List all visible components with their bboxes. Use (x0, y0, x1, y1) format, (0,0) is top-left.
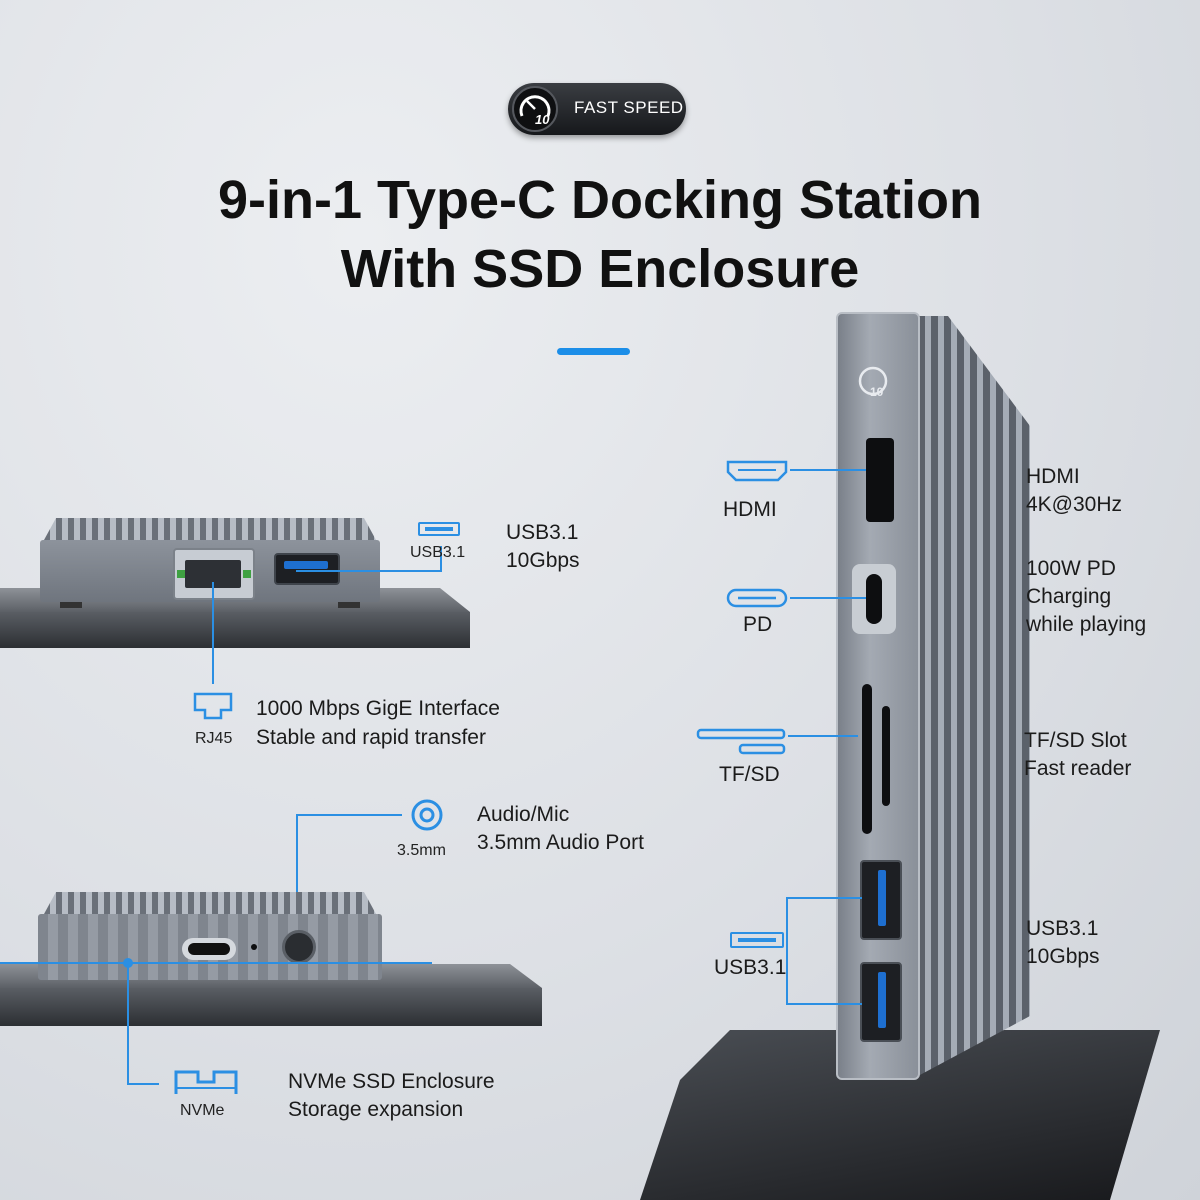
tfsd-connector-line (788, 735, 858, 737)
nvme-connector-line-v (127, 963, 129, 1085)
nvme-icon (174, 1070, 238, 1094)
usb-connector-line-v (786, 897, 788, 1005)
shelf-front (0, 988, 542, 1026)
hdmi-desc-1: HDMI (1026, 465, 1080, 488)
speedometer-icon: 10 (512, 86, 558, 132)
page-title-line1: 9-in-1 Type-C Docking Station (217, 170, 983, 230)
hdmi-icon-label: HDMI (723, 498, 777, 521)
pd-connector-line (790, 597, 866, 599)
usb-c-port (182, 938, 236, 960)
rj45-icon (193, 692, 233, 720)
svg-text:10: 10 (870, 385, 884, 399)
usb-port (274, 553, 340, 585)
audio-desc-2: 3.5mm Audio Port (477, 831, 644, 854)
dock-vertical-device: 10 (836, 312, 920, 1080)
usb-desc-2: 10Gbps (506, 549, 580, 572)
heatsink-fins (44, 518, 376, 540)
heatsink-side (918, 316, 1030, 1076)
usb-connector-line-h (296, 570, 440, 572)
audio-jack-icon (411, 799, 443, 831)
audio-connector-line-v (296, 814, 298, 934)
heatsink-fins (44, 892, 376, 914)
pd-desc-1: 100W PD (1026, 557, 1116, 580)
tfsd-desc-2: Fast reader (1024, 757, 1132, 780)
rj45-desc-1: 1000 Mbps GigE Interface (256, 697, 500, 720)
hdmi-desc-2: 4K@30Hz (1026, 493, 1123, 516)
usb-connector-line-v (440, 546, 442, 572)
usb-c-icon (726, 588, 788, 608)
tf-sd-card-icon (696, 728, 786, 755)
audio-desc-1: Audio/Mic (477, 803, 570, 826)
hdmi-port (866, 438, 894, 522)
usb-icon (418, 522, 460, 536)
usb-icon-label: USB3.1 (410, 544, 466, 561)
nvme-connector-line-end (127, 1083, 159, 1085)
badge-label: FAST SPEED (574, 98, 684, 117)
tfsd-icon-label: TF/SD (719, 763, 780, 786)
hdmi-icon (726, 460, 788, 482)
usb-connector-line-bottom (786, 1003, 862, 1005)
accent-divider (557, 348, 630, 355)
usb-desc-1: USB3.1 (506, 521, 579, 544)
brand-logo-icon: 10 (858, 366, 888, 399)
rj45-desc-2: Stable and rapid transfer (256, 726, 486, 749)
pd-desc-2: Charging (1026, 585, 1112, 608)
usb-icon (730, 932, 784, 948)
pd-desc-3: while playing (1026, 613, 1147, 636)
audio-port (282, 930, 316, 964)
pd-icon-label: PD (743, 613, 773, 636)
usb-c-pd-port (852, 564, 896, 634)
svg-text:10: 10 (535, 112, 550, 127)
tf-slot (882, 706, 890, 806)
usb-a-port-2 (860, 962, 902, 1042)
nvme-desc-2: Storage expansion (288, 1098, 464, 1121)
shelf-front (0, 612, 470, 648)
sd-slot (862, 684, 872, 834)
audio-connector-line-h (296, 814, 402, 816)
usb-icon-label-right: USB3.1 (714, 956, 787, 979)
tfsd-desc-1: TF/SD Slot (1024, 729, 1127, 752)
hdmi-connector-line (790, 469, 866, 471)
rj45-port (173, 548, 255, 600)
usb-desc-2-right: 10Gbps (1026, 945, 1100, 968)
nvme-connector-line-h (0, 962, 432, 964)
foot (338, 602, 360, 608)
nvme-desc-1: NVMe SSD Enclosure (288, 1070, 495, 1093)
audio-icon-label: 3.5mm (397, 842, 446, 859)
led-indicator (251, 944, 257, 950)
rj45-connector-line (212, 582, 214, 684)
usb-connector-line-top (786, 897, 862, 899)
nvme-icon-label: NVMe (180, 1102, 225, 1119)
dock-bottom-device (38, 914, 382, 980)
usb-a-port-1 (860, 860, 902, 940)
rj45-icon-label: RJ45 (195, 730, 233, 747)
page-title-line2: With SSD Enclosure (340, 239, 860, 299)
usb-desc-1-right: USB3.1 (1026, 917, 1099, 940)
foot (60, 602, 82, 608)
fast-speed-badge: 10 FAST SPEED (508, 83, 686, 135)
